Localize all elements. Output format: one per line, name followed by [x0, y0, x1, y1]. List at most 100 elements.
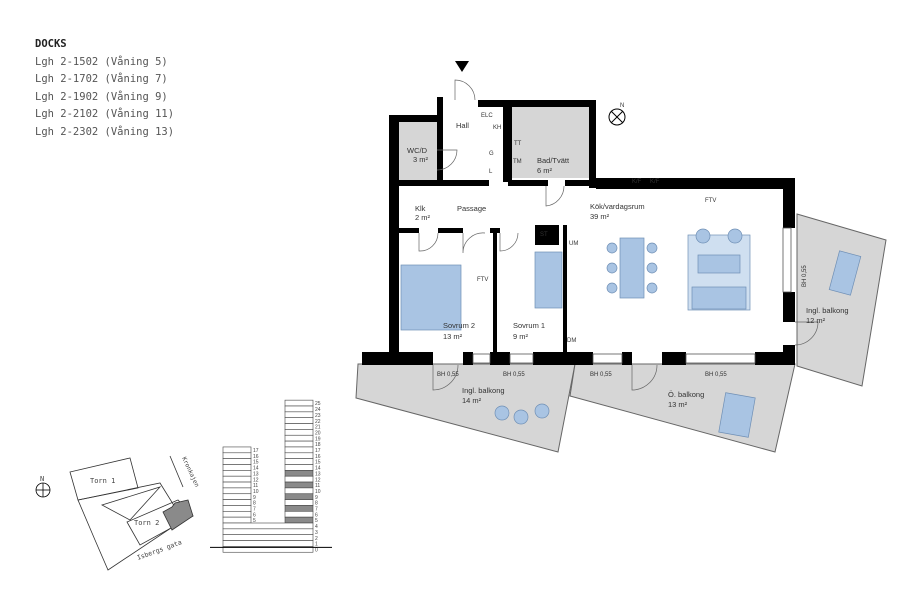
floor-label: 9 [253, 495, 256, 501]
floor-14 [222, 464, 252, 471]
floor-12 [284, 475, 314, 483]
fixture-ftv: FTV [705, 198, 716, 204]
tower1-label: Torn 1 [90, 477, 115, 485]
floor-7 [222, 505, 252, 512]
building-elevation: 1716151413121110987652524232221201918171… [210, 399, 332, 553]
floor-label: 13 [253, 471, 259, 477]
floor-20 [284, 429, 314, 436]
balcony-bottom-area: 13 m² [668, 400, 688, 409]
room-bed1: Sovrum 1 [513, 321, 545, 330]
floor-21 [284, 423, 314, 430]
floor-9 [222, 493, 252, 500]
fixture-kh: KH [493, 125, 501, 131]
floor-label: 10 [315, 489, 321, 495]
floor-label: 18 [315, 442, 321, 448]
room-wc: WC/D [407, 146, 428, 155]
floor-label: 7 [315, 507, 318, 513]
floor-5 [284, 516, 314, 524]
balcony-table-right [828, 250, 862, 296]
sill-height: BH 0,55 [503, 372, 525, 378]
floor-label: 8 [315, 501, 318, 507]
floor-16 [222, 452, 252, 459]
room-bed2: Sovrum 2 [443, 321, 475, 330]
floor-label: 11 [253, 483, 258, 489]
sill-height: BH 0,55 [705, 372, 727, 378]
floor-label: 5 [253, 518, 256, 524]
room-hall: Hall [456, 121, 469, 130]
room-kitchen: Kök/vardagsrum [590, 202, 645, 211]
room-klk-area: 2 m² [415, 213, 431, 222]
furniture [400, 228, 862, 438]
floor-1 [222, 540, 314, 547]
floor-16 [284, 452, 314, 459]
room-kitchen-area: 39 m² [590, 212, 610, 221]
floor-12 [222, 475, 252, 483]
floor-6 [222, 510, 252, 518]
floor-label: 8 [253, 501, 256, 507]
floor-label: 7 [253, 507, 256, 513]
single-bed [534, 251, 563, 309]
floor-11 [284, 481, 314, 489]
fixture-ftv: FTV [477, 277, 488, 283]
site-north-label: N [40, 475, 44, 483]
room-passage: Passage [457, 204, 486, 213]
floor-label: 21 [315, 425, 321, 431]
balcony-right-label: Ingl. balkong [806, 306, 849, 315]
floor-label: 6 [253, 512, 256, 518]
dining-table [619, 237, 645, 299]
floor-label: 5 [315, 518, 318, 524]
apartment-item: Lgh 2-1502 (Våning 5) [35, 55, 168, 68]
floor-label: 24 [315, 407, 321, 413]
street-isbergs-gata: Isbergs gata [136, 538, 183, 562]
floor-label: 12 [253, 477, 259, 483]
balcony-right [796, 213, 887, 387]
entrance-arrow-icon [455, 61, 469, 72]
fixture-g: G [489, 151, 494, 157]
floor-label: 23 [315, 413, 321, 419]
floor-label: 22 [315, 419, 321, 425]
floor-13 [284, 470, 314, 477]
fixture-l: L [489, 169, 493, 175]
fixture-dm: DM [567, 338, 576, 344]
apartment-item: Lgh 2-1702 (Våning 7) [35, 73, 168, 85]
floor-3 [222, 528, 314, 535]
floor-9 [284, 493, 314, 500]
balcony-left-area: 14 m² [462, 396, 482, 405]
coffee-table [697, 254, 741, 274]
floor-2 [222, 534, 314, 541]
bath-area [512, 105, 589, 178]
sofa [691, 286, 747, 310]
room-bed1-area: 9 m² [513, 332, 529, 341]
room-klk: Klk [415, 204, 426, 213]
balcony-bottom-label: Ö. balkong [668, 390, 704, 399]
floor-19 [284, 434, 314, 442]
floor-label: 19 [315, 436, 321, 442]
floor-10 [284, 487, 314, 495]
floor-15 [222, 458, 252, 465]
floor-5 [222, 516, 252, 524]
floor-18 [284, 440, 314, 448]
floor-label: 10 [253, 489, 259, 495]
windows [472, 227, 792, 364]
floor-label: 20 [315, 430, 321, 436]
floor-label: 1 [315, 542, 318, 548]
fixture-elc: ELC [481, 113, 493, 119]
sill-height: BH 0,55 [802, 265, 808, 287]
floor-10 [222, 487, 252, 495]
site-north-icon [35, 482, 51, 498]
floor-24 [284, 405, 314, 413]
apartment-item: Lgh 2-1902 (Våning 9) [35, 90, 168, 103]
floor-label: 9 [315, 495, 318, 501]
site-map [69, 455, 194, 571]
floor-label: 17 [253, 448, 259, 454]
apartment-legend: DOCKS Lgh 2-1502 (Våning 5) Lgh 2-1702 (… [35, 36, 174, 141]
sill-height: BH 0,55 [590, 372, 612, 378]
sill-height: BH 0,55 [437, 372, 459, 378]
balcony-right-area: 12 m² [806, 316, 826, 325]
floor-label: 16 [315, 454, 321, 460]
walls [362, 97, 795, 365]
floor-8 [284, 499, 314, 506]
north-label: N [620, 103, 624, 109]
floor-17 [284, 446, 314, 454]
